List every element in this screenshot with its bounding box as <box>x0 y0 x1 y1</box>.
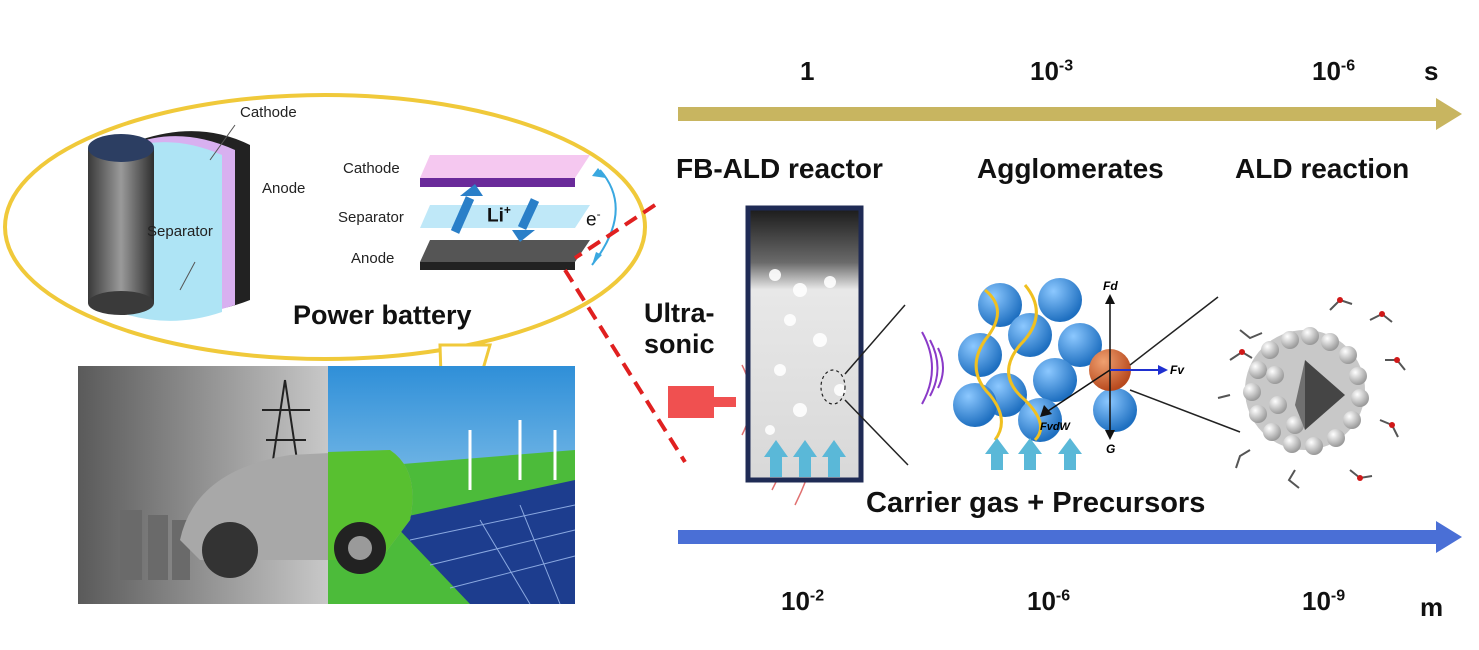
cylinder-battery-icon <box>88 131 250 321</box>
electron-label: e- <box>586 207 601 231</box>
time-tick-1: 1 <box>800 56 815 86</box>
time-tick-3: 10-6 <box>1312 56 1356 86</box>
ultrasonic-label: Ultra- sonic <box>644 298 715 359</box>
length-unit-label: m <box>1420 592 1444 622</box>
force-fvdw-label: FvdW <box>1040 421 1072 433</box>
heading-ald-reaction: ALD reaction <box>1235 153 1410 184</box>
stack-cathode-label: Cathode <box>343 160 400 177</box>
force-g-label: G <box>1106 442 1115 456</box>
length-tick-2: 10-6 <box>1027 586 1071 616</box>
time-unit-label: s <box>1424 56 1439 86</box>
connector-dashed-lower <box>563 268 687 464</box>
stack-anode-label: Anode <box>351 250 395 267</box>
time-tick-2: 10-3 <box>1030 56 1074 86</box>
battery-callout-ellipse <box>3 93 647 361</box>
ald-coated-particle <box>1217 297 1406 489</box>
cylinder-separator-label: Separator <box>147 223 213 240</box>
stack-separator-label: Separator <box>338 209 404 226</box>
carrier-gas-label: Carrier gas + Precursors <box>866 487 1206 519</box>
heading-agglomerates: Agglomerates <box>977 153 1164 184</box>
lithium-ion-label: Li+ <box>487 203 511 227</box>
force-fd-label: Fd <box>1103 279 1118 293</box>
ev-energy-photo <box>78 366 576 605</box>
length-tick-3: 10-9 <box>1302 586 1346 616</box>
connector-dashed-upper <box>573 203 657 260</box>
cylinder-anode-label: Anode <box>262 180 306 197</box>
cylinder-cathode-label: Cathode <box>240 104 297 121</box>
agglomerate-particles <box>921 278 1168 470</box>
force-fv-label: Fv <box>1170 363 1185 377</box>
fb-ald-reactor-tube <box>745 205 864 483</box>
ultrasonic-transducer <box>668 386 714 418</box>
length-tick-1: 10-2 <box>781 586 825 616</box>
power-battery-title: Power battery <box>293 300 472 330</box>
heading-fb-ald-reactor: FB-ALD reactor <box>676 153 883 184</box>
